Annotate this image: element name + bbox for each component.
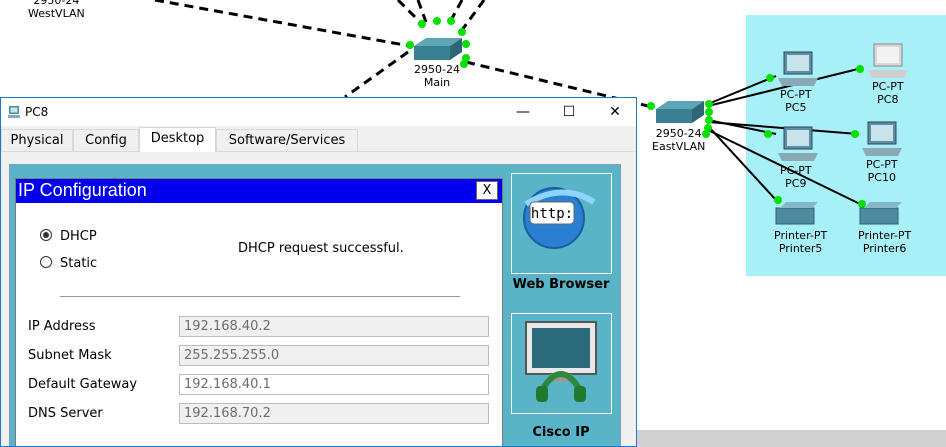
window-title: PC8 — [25, 105, 49, 119]
web-browser-label[interactable]: Web Browser — [512, 277, 610, 292]
dns-server-field[interactable]: 192.168.70.2 — [179, 403, 489, 424]
web-browser-icon: http: — [523, 187, 596, 249]
subnet-mask-field[interactable]: 255.255.255.0 — [179, 345, 489, 366]
link-lights — [406, 17, 866, 208]
canvas-scrollbar[interactable] — [637, 430, 946, 447]
static-label: Static — [60, 256, 98, 271]
tab-desktop[interactable]: Desktop — [139, 127, 216, 152]
switch-main-icon — [414, 38, 462, 60]
ip-config-title: IP Configuration — [18, 180, 147, 200]
tab-physical[interactable]: Physical — [1, 129, 73, 151]
ip-address-label: IP Address — [28, 319, 96, 334]
minimize-button[interactable]: — — [516, 104, 530, 120]
close-button[interactable]: ✕ — [609, 104, 621, 120]
http-icon-text: http: — [531, 206, 573, 222]
static-radio-dot[interactable] — [40, 256, 52, 268]
maximize-button[interactable]: ☐ — [562, 104, 576, 120]
divider — [60, 296, 460, 297]
ip-config-close-button[interactable]: X — [476, 181, 498, 200]
tab-config[interactable]: Config — [73, 129, 139, 151]
static-radio[interactable]: Static — [40, 256, 97, 271]
cisco-ip-communicator-icon — [525, 321, 597, 402]
dashed-links — [154, 0, 649, 108]
printer6-icon — [859, 202, 902, 225]
dns-server-label: DNS Server — [28, 406, 103, 421]
switch-east-icon — [656, 101, 704, 123]
dhcp-status-text: DHCP request successful. — [238, 241, 404, 256]
pc8-icon — [868, 43, 908, 78]
ip-config-header: IP Configuration X — [16, 179, 502, 203]
pc-icon — [8, 106, 20, 118]
cisco-ip-label[interactable]: Cisco IP — [532, 425, 590, 440]
pc5-icon — [778, 51, 818, 86]
window-titlebar[interactable]: PC8 — ☐ ✕ — [1, 98, 636, 126]
dhcp-radio-dot[interactable] — [40, 229, 52, 241]
printer5-icon — [775, 202, 818, 225]
default-gateway-label: Default Gateway — [28, 377, 138, 392]
web-browser-app[interactable]: http: — [511, 173, 612, 274]
ip-address-field[interactable]: 192.168.40.2 — [179, 316, 489, 337]
tab-software-services[interactable]: Software/Services — [216, 129, 358, 151]
tab-bar: Physical Config Desktop Software/Service… — [1, 127, 636, 152]
ip-configuration-dialog: IP Configuration X DHCP Static DHCP requ… — [15, 178, 503, 446]
dhcp-radio[interactable]: DHCP — [40, 229, 97, 244]
east-area — [746, 15, 946, 276]
subnet-mask-label: Subnet Mask — [28, 348, 112, 363]
pc9-icon — [778, 126, 818, 161]
pc8-window: PC8 — ☐ ✕ Physical Config Desktop Softwa… — [0, 97, 637, 447]
dhcp-label: DHCP — [60, 229, 97, 244]
pc10-icon — [862, 121, 902, 156]
solid-links — [707, 67, 863, 205]
cisco-ip-app[interactable] — [511, 313, 612, 414]
desktop-panel: IP Configuration X DHCP Static DHCP requ… — [9, 164, 621, 446]
default-gateway-field[interactable]: 192.168.40.1 — [179, 374, 489, 395]
